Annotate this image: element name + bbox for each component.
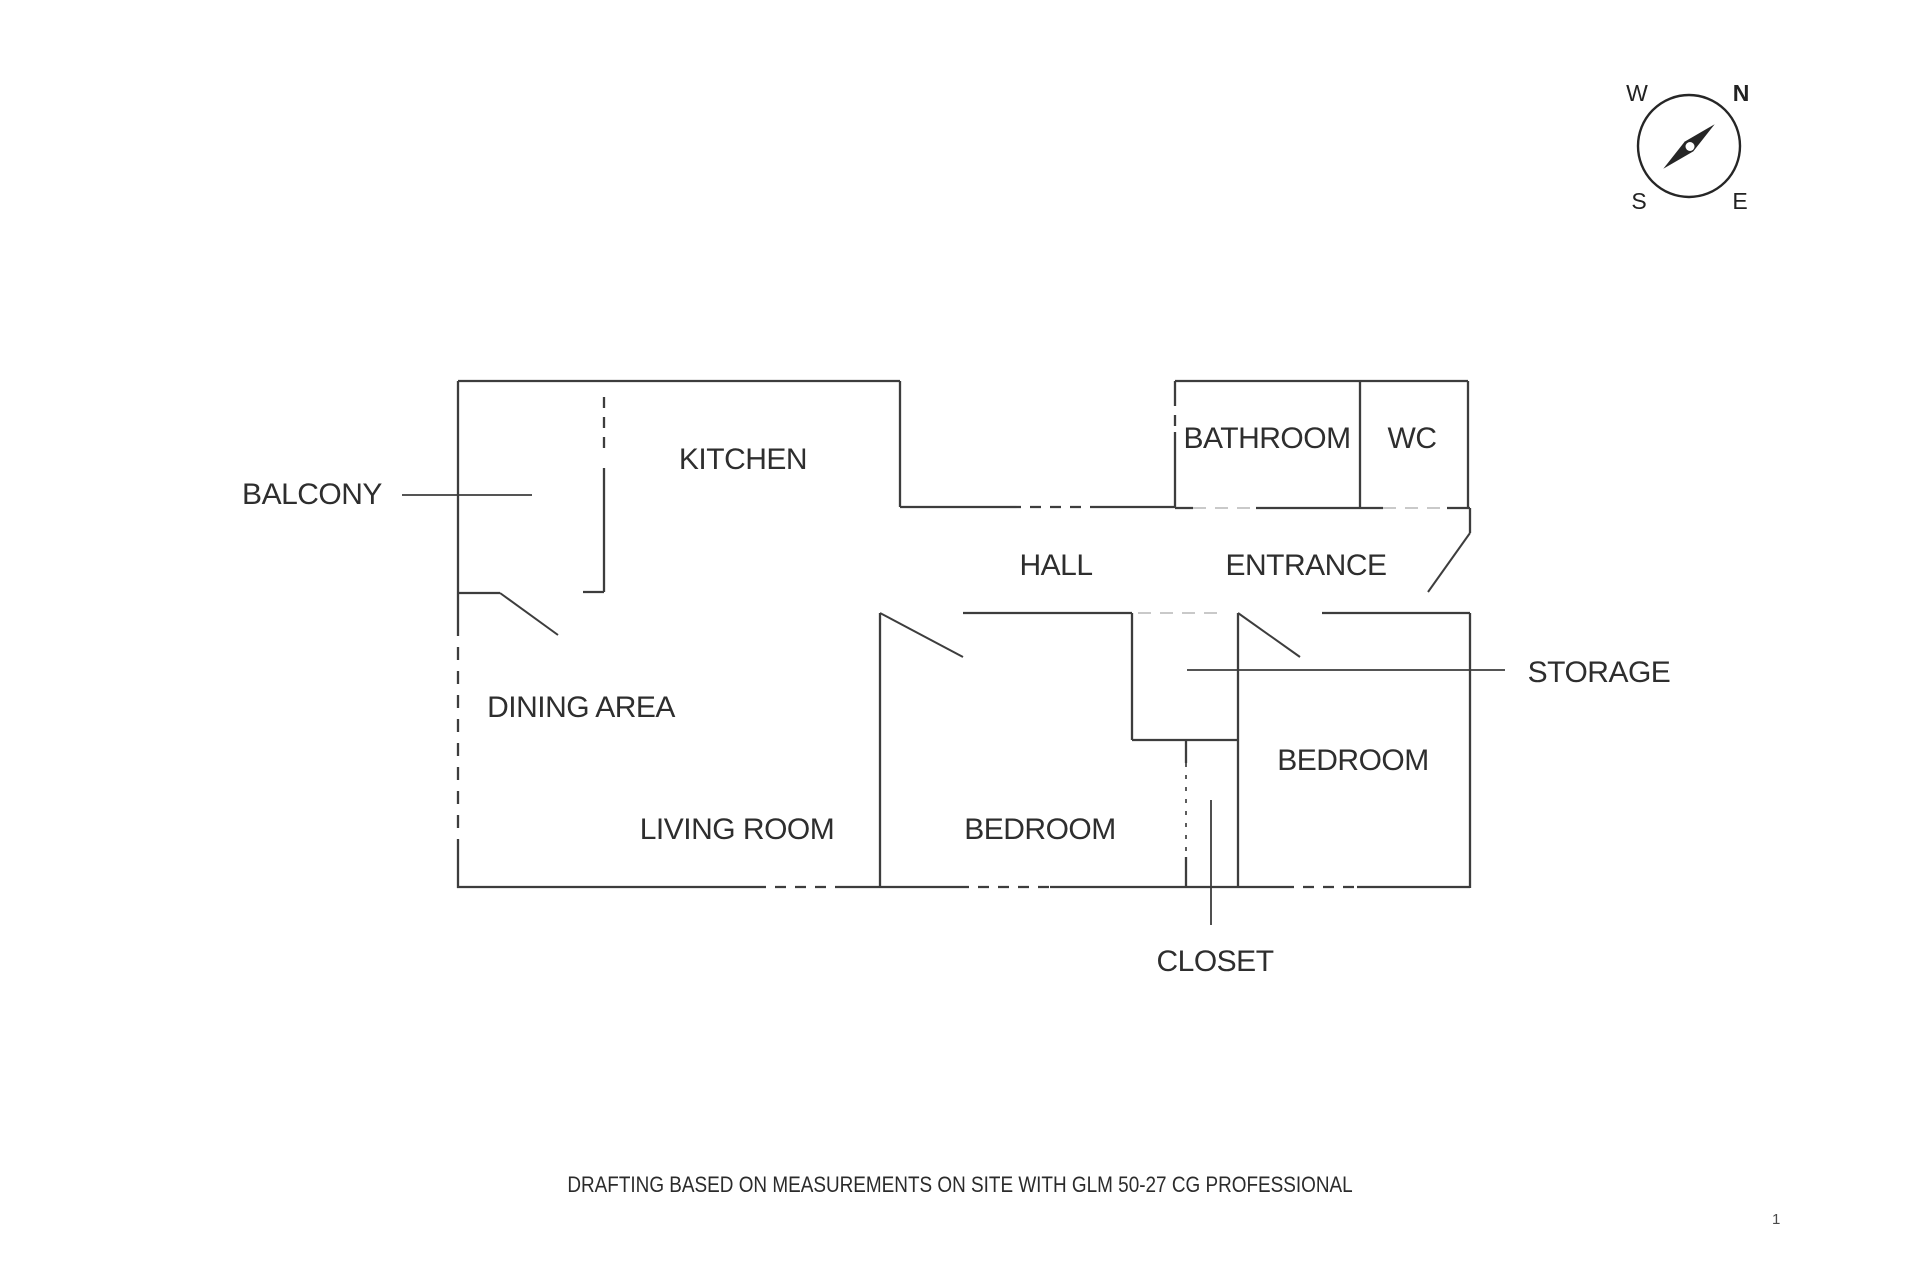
bedroom1-door-leaf [879, 612, 964, 658]
page-number: 1 [1772, 1211, 1781, 1228]
room-label-balcony: BALCONY [242, 478, 382, 511]
room-label-wc: WC [1387, 422, 1437, 455]
room-label-hall: HALL [1019, 549, 1093, 582]
compass-label-w: W [1626, 80, 1648, 106]
walls-layer [456, 379, 1472, 889]
compass-label-s: S [1631, 188, 1646, 214]
drafting-caption: DRAFTING BASED ON MEASUREMENTS ON SITE W… [567, 1172, 1353, 1197]
room-label-bedroom-right: BEDROOM [1277, 744, 1429, 777]
balcony-door-leaf [499, 592, 559, 636]
room-label-living-room: LIVING ROOM [639, 813, 835, 846]
compass-label-e: E [1732, 188, 1747, 214]
room-label-kitchen: KITCHEN [678, 443, 808, 476]
leader-lines-layer [402, 494, 1505, 925]
room-label-bathroom: BATHROOM [1183, 422, 1351, 455]
compass-rose: W N S E [1626, 80, 1749, 214]
compass-circle [1636, 93, 1742, 199]
compass-label-n: N [1733, 80, 1750, 106]
room-label-closet: CLOSET [1156, 945, 1274, 978]
bedroom2-door-leaf [1237, 612, 1301, 658]
compass-hub [1685, 142, 1695, 151]
room-label-bedroom-left: BEDROOM [964, 813, 1116, 846]
room-label-storage: STORAGE [1527, 656, 1671, 689]
room-label-dining-area: DINING AREA [487, 691, 675, 724]
entrance-door-leaf [1427, 532, 1471, 593]
room-label-entrance: ENTRANCE [1225, 549, 1387, 582]
